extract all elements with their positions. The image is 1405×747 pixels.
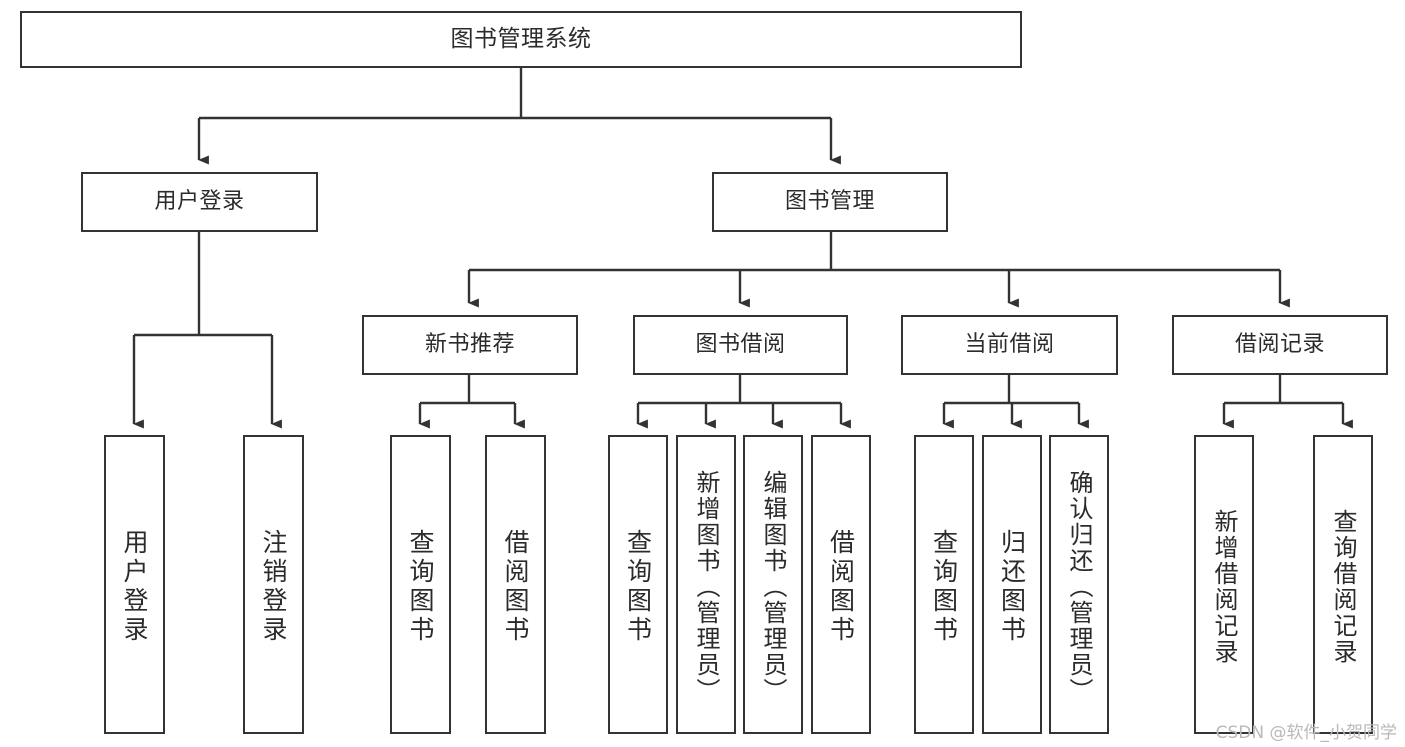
node-leaf-query-book-2[interactable]: 查询图书 — [608, 435, 668, 734]
node-leaf-query-book-1[interactable]: 查询图书 — [390, 435, 451, 734]
node-label: 新增借阅记录 — [1210, 508, 1238, 665]
node-label: 查询借阅记录 — [1329, 508, 1357, 665]
node-label: 用户登录 — [120, 528, 149, 645]
node-leaf-query-record[interactable]: 查询借阅记录 — [1313, 435, 1373, 734]
node-borrow-record[interactable]: 借阅记录 — [1172, 315, 1388, 375]
node-label: 查询图书 — [623, 528, 653, 645]
node-label: 借阅记录 — [1234, 332, 1325, 358]
node-label: 图书借阅 — [695, 332, 786, 358]
node-book-borrow[interactable]: 图书借阅 — [633, 315, 848, 375]
node-label: 查询图书 — [406, 528, 435, 645]
node-book-manage[interactable]: 图书管理 — [712, 172, 948, 232]
node-label: 查询图书 — [929, 528, 959, 645]
node-label: 注销登录 — [259, 528, 288, 645]
node-leaf-borrow-book-1[interactable]: 借阅图书 — [485, 435, 546, 734]
node-leaf-user-logout[interactable]: 注销登录 — [243, 435, 304, 734]
node-label: 图书管理系统 — [450, 25, 592, 52]
node-label: 新书推荐 — [424, 332, 515, 358]
node-root-system[interactable]: 图书管理系统 — [20, 11, 1022, 68]
node-leaf-edit-book[interactable]: 编辑图书（管理员） — [743, 435, 803, 734]
node-label: 新增图书（管理员） — [692, 469, 720, 704]
node-leaf-query-book-3[interactable]: 查询图书 — [914, 435, 974, 734]
node-leaf-add-record[interactable]: 新增借阅记录 — [1194, 435, 1254, 734]
node-leaf-add-book[interactable]: 新增图书（管理员） — [676, 435, 736, 734]
node-leaf-borrow-book-2[interactable]: 借阅图书 — [811, 435, 871, 734]
node-label: 编辑图书（管理员） — [759, 469, 787, 704]
node-user-login[interactable]: 用户登录 — [81, 172, 318, 232]
node-label: 确认归还（管理员） — [1065, 469, 1093, 704]
node-label: 借阅图书 — [826, 528, 856, 645]
node-label: 借阅图书 — [501, 528, 530, 645]
node-leaf-confirm-return[interactable]: 确认归还（管理员） — [1049, 435, 1109, 734]
node-new-book-recommend[interactable]: 新书推荐 — [362, 315, 578, 375]
csdn-watermark: CSDN @软件_小贺同学 — [1215, 723, 1397, 743]
node-leaf-return-book[interactable]: 归还图书 — [982, 435, 1042, 734]
node-leaf-user-login[interactable]: 用户登录 — [104, 435, 165, 734]
node-current-borrow[interactable]: 当前借阅 — [901, 315, 1118, 375]
node-label: 归还图书 — [997, 528, 1027, 645]
node-label: 用户登录 — [154, 189, 245, 215]
node-label: 当前借阅 — [964, 332, 1055, 358]
node-label: 图书管理 — [784, 189, 875, 215]
